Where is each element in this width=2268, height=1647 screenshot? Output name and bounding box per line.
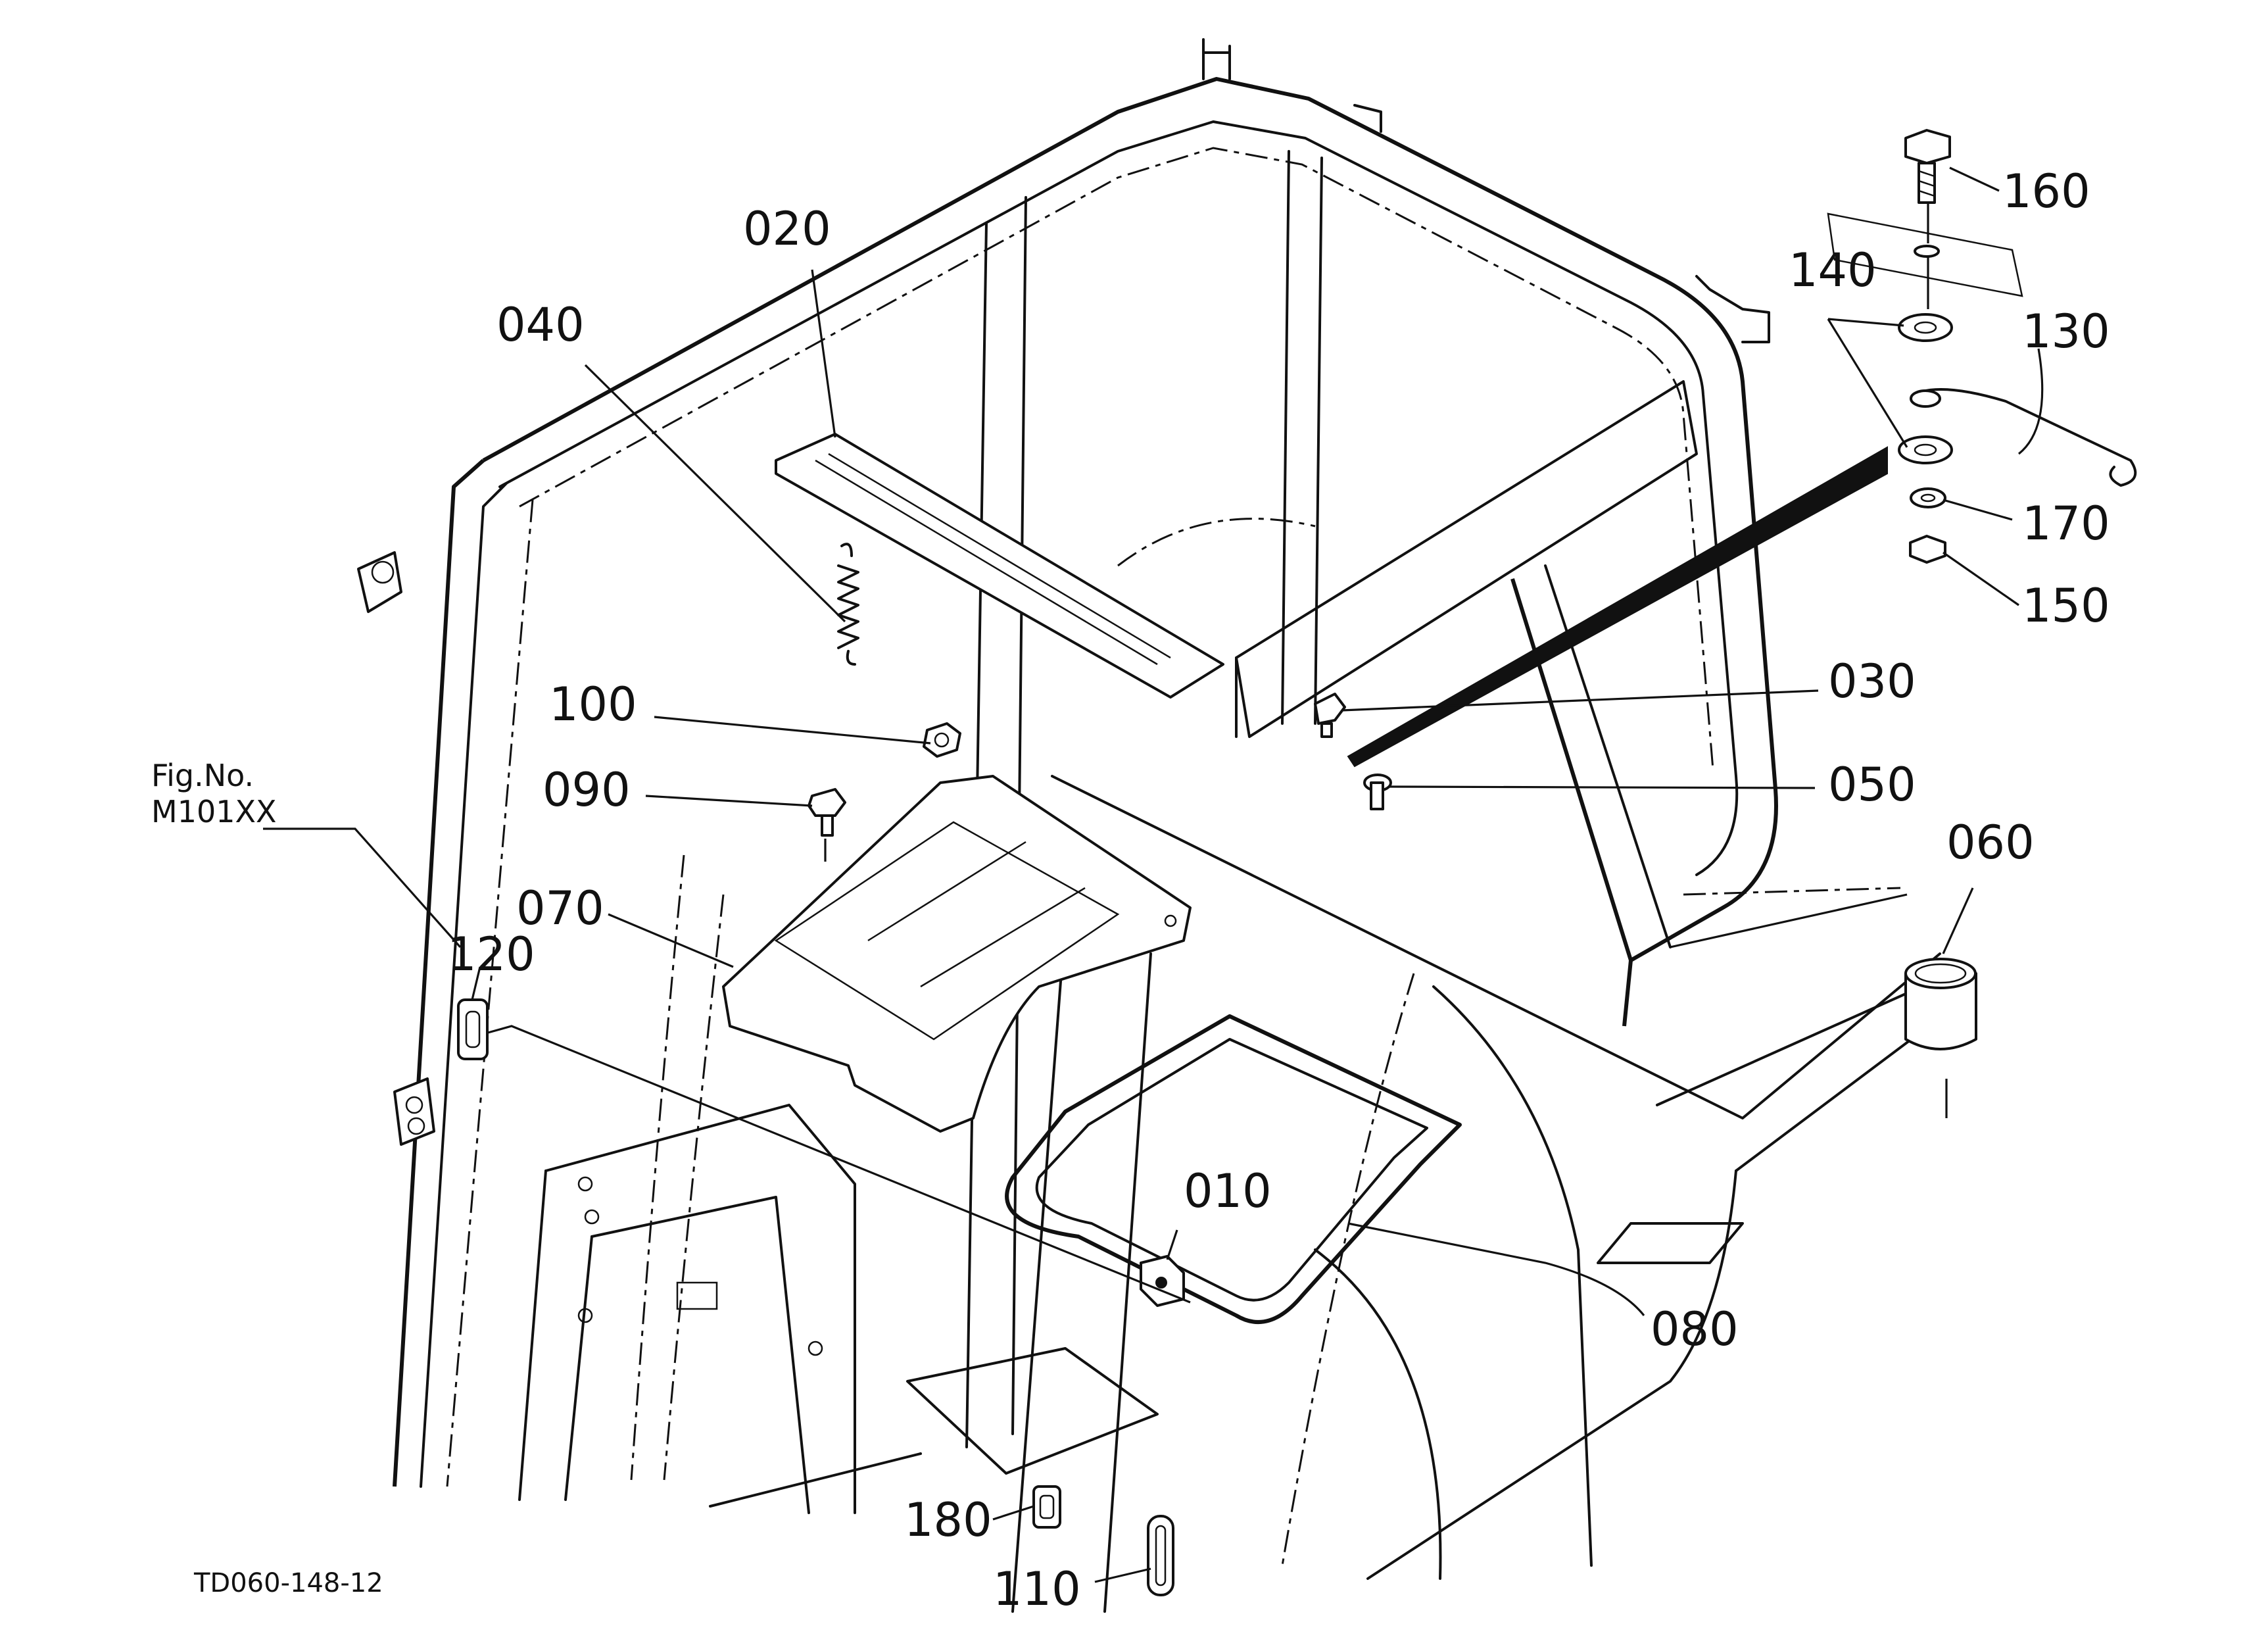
grommet-left-part	[457, 998, 489, 1060]
callout-120: 120	[447, 927, 535, 981]
callout-110: 110	[993, 1562, 1081, 1616]
nut-part	[923, 722, 961, 758]
callout-060: 060	[1946, 816, 2035, 870]
callout-030: 030	[1828, 654, 1916, 708]
callout-130: 130	[2022, 305, 2110, 358]
callout-100: 100	[549, 677, 637, 731]
seal-frame-part	[1005, 1014, 1462, 1324]
callout-090: 090	[543, 763, 631, 817]
grommet-lower-part	[1032, 1485, 1061, 1529]
drawing-code: TD060-148-12	[193, 1568, 383, 1598]
callout-labels: 010 020 030 040 050 060 070 080 090 100 …	[447, 164, 2110, 1616]
bolt-part	[808, 788, 846, 837]
wire-harness	[1347, 446, 1888, 768]
pin-part	[1363, 774, 1392, 810]
slot-plate-part	[1147, 1515, 1174, 1596]
fig-no-label: Fig.No.	[151, 758, 254, 793]
callout-010: 010	[1184, 1164, 1272, 1218]
roof-plate-part	[775, 433, 1224, 699]
hardware-stack	[1827, 129, 2137, 564]
callout-020: 020	[743, 202, 831, 256]
callout-140: 140	[1789, 243, 1877, 297]
callout-170: 170	[2022, 497, 2110, 551]
callout-080: 080	[1651, 1302, 1739, 1356]
callout-070: 070	[516, 881, 604, 935]
figure-reference: Fig.No. M101XX TD060-148-12	[151, 758, 383, 1598]
leader-lines	[263, 166, 2044, 1583]
callout-040: 040	[496, 298, 585, 352]
cap-part	[1904, 958, 1977, 1050]
spring-part	[837, 543, 859, 666]
callout-160: 160	[2002, 164, 2090, 218]
fig-no-value: M101XX	[151, 794, 277, 829]
callout-150: 150	[2022, 579, 2110, 633]
callout-050: 050	[1828, 758, 1916, 812]
fender-floor	[518, 518, 1948, 1613]
seat-plate-part	[722, 775, 1192, 1133]
callout-180: 180	[904, 1493, 992, 1547]
fitting-part	[1314, 693, 1346, 738]
